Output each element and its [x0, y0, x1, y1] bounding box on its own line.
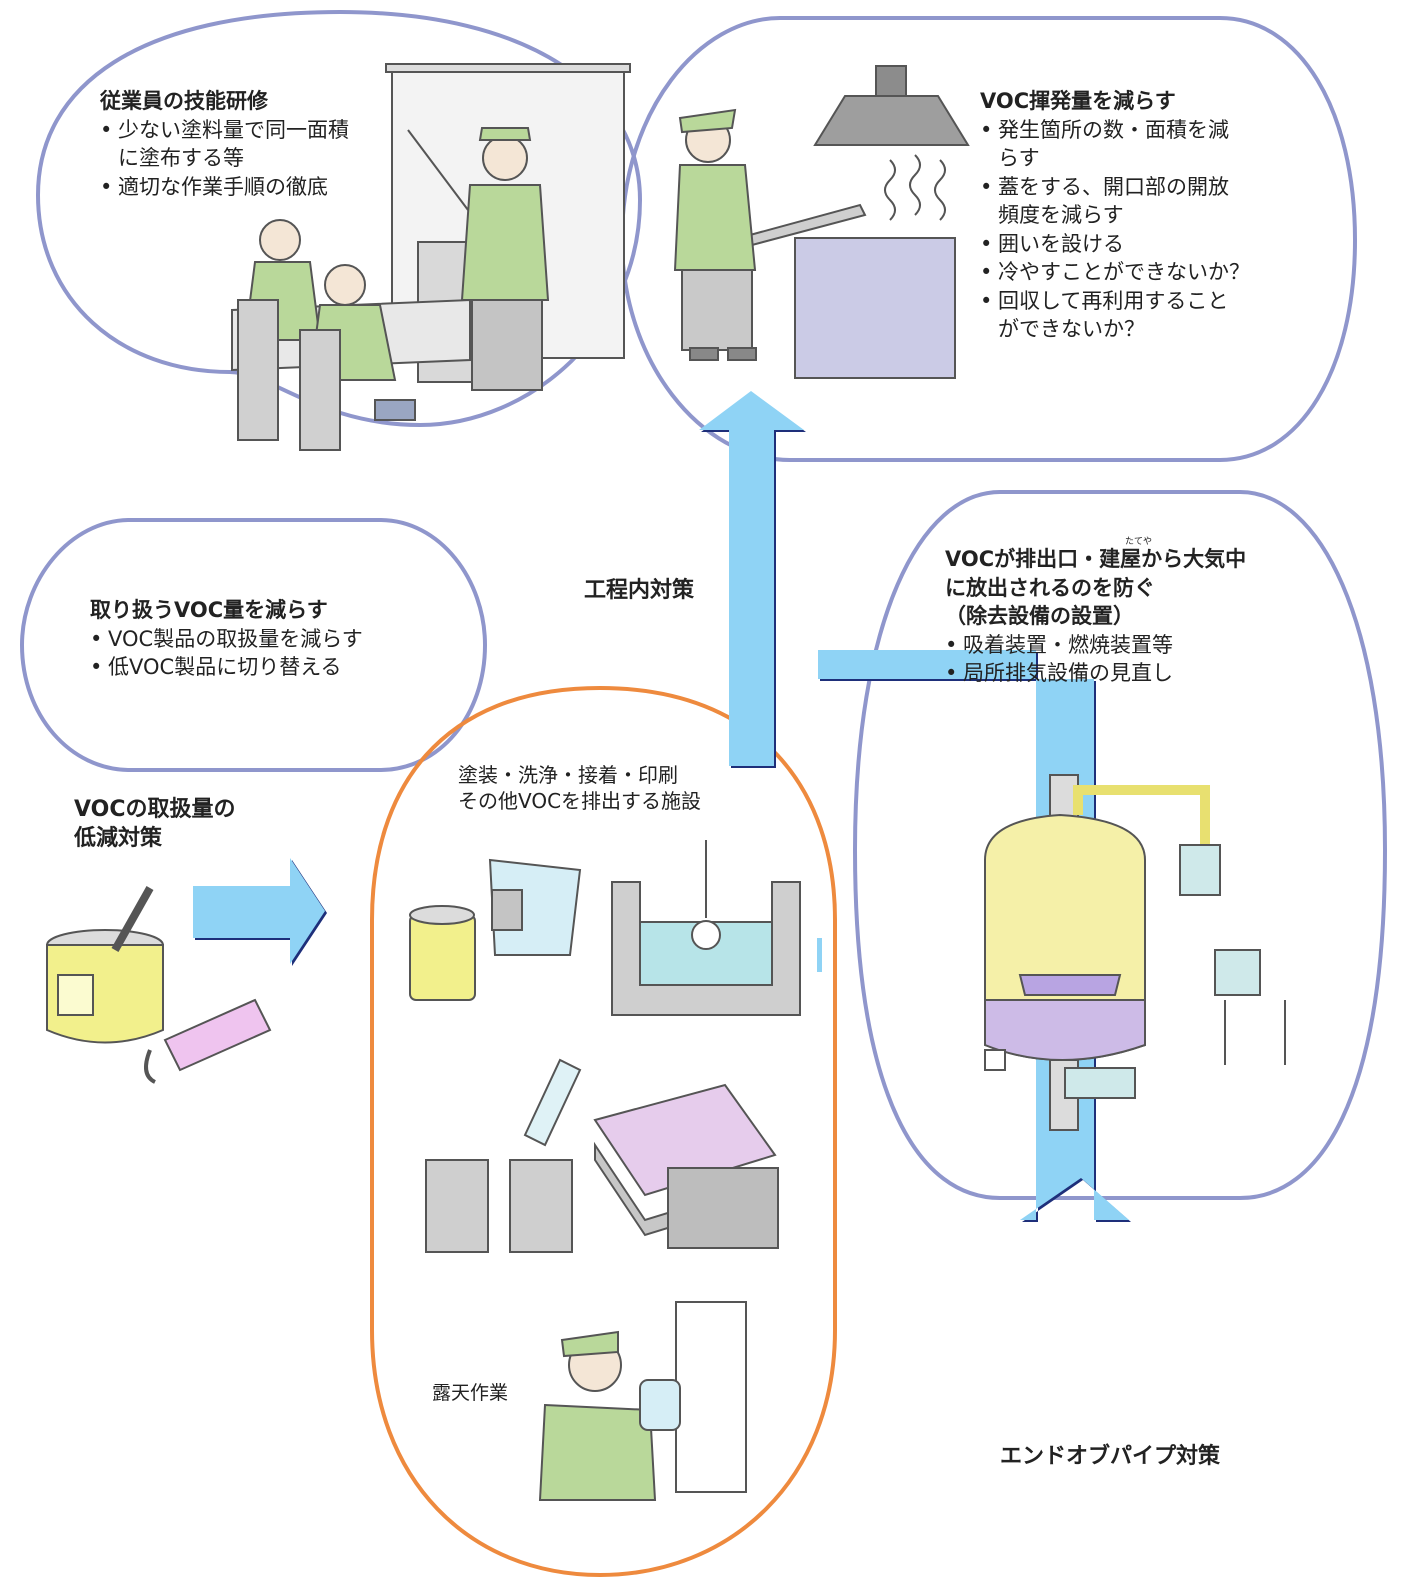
- handling-bubble: [19, 518, 488, 772]
- emission-title-3: （除去設備の設置）: [945, 604, 1134, 629]
- facility-caption-1: 塗装・洗浄・接着・印刷: [458, 763, 678, 787]
- in-process-label: 工程内対策: [584, 578, 695, 603]
- reduction-arrow: [193, 858, 327, 966]
- volatilize-line-5: 囲いを設ける: [980, 230, 1250, 259]
- emission-item-2: 局所排気設備の見直し: [945, 659, 1246, 688]
- volatilize-line-1: 発生箇所の数・面積を減: [980, 116, 1250, 145]
- training-illustration: [231, 63, 631, 451]
- facility-caption: 塗装・洗浄・接着・印刷 その他VOCを排出する施設: [458, 762, 701, 814]
- end-of-pipe-label: エンドオブパイプ対策: [1000, 1444, 1221, 1469]
- facility-bubble: [370, 685, 837, 1578]
- handling-item-2: 低VOC製品に切り替える: [90, 653, 363, 682]
- volatilize-line-2: らす: [998, 146, 1040, 171]
- emission-block: VOCが排出口・建屋から大気中 に放出されるのを防ぐ （除去設備の設置） 吸着装…: [945, 545, 1246, 688]
- wash-tank-illustration: [611, 840, 801, 1016]
- bracket-mark: [817, 938, 822, 972]
- facility-caption-2: その他VOCを排出する施設: [458, 789, 702, 813]
- handling-block: 取り扱うVOC量を減らす VOC製品の取扱量を減らす 低VOC製品に切り替える: [90, 596, 363, 682]
- emission-item-1: 吸着装置・燃焼装置等: [945, 631, 1246, 660]
- outdoor-work-label: 露天作業: [432, 1382, 509, 1404]
- handling-item-1: VOC製品の取扱量を減らす: [90, 625, 363, 654]
- adhesive-illustration: [425, 1058, 582, 1253]
- reduction-label: VOCの取扱量の 低減対策: [74, 796, 236, 853]
- training-block: 従業員の技能研修 少ない塗料量で同一面積 に塗布する等 適切な作業手順の徹底: [100, 87, 349, 201]
- volatilize-line-7: 回収して再利用すること: [980, 287, 1250, 316]
- ruby-tateya: たてや: [1125, 537, 1153, 547]
- in-process-arrow: [699, 391, 806, 768]
- volatilize-line-6: 冷やすことができないか？: [980, 258, 1250, 287]
- emission-title-1: VOCが排出口・建屋から大気中: [945, 547, 1247, 571]
- printing-illustration: [593, 1083, 779, 1249]
- volatilize-line-8: ができないか？: [998, 317, 1145, 342]
- outdoor-work-illustration: [538, 1301, 747, 1501]
- volatilize-line-3: 蓋をする、開口部の開放: [980, 173, 1250, 202]
- training-bubble: [35, 9, 643, 428]
- handling-title: 取り扱うVOC量を減らす: [90, 598, 328, 622]
- volatilize-line-4: 頻度を減らす: [998, 203, 1124, 228]
- reduction-label-1: VOCの取扱量の: [74, 797, 236, 822]
- training-item-1: 少ない塗料量で同一面積: [100, 116, 349, 145]
- emission-title-2: に放出されるのを防ぐ: [945, 575, 1155, 600]
- tube-illustration: [144, 998, 272, 1084]
- training-title: 従業員の技能研修: [100, 89, 268, 113]
- reduction-label-2: 低減対策: [74, 825, 163, 851]
- volatilize-bubble: [619, 16, 1358, 462]
- removal-equipment-illustration: [984, 774, 1286, 1131]
- brush-illustration: [409, 858, 582, 1001]
- paint-can-illustration: [46, 886, 164, 1044]
- training-item-1-cont: に塗布する等: [118, 146, 244, 171]
- training-item-2: 適切な作業手順の徹底: [100, 173, 349, 202]
- volatilize-title: VOC揮発量を減らす: [980, 89, 1176, 113]
- volatilize-block: VOC揮発量を減らす 発生箇所の数・面積を減 らす 蓋をする、開口部の開放 頻度…: [980, 87, 1250, 344]
- volatilize-illustration: [673, 65, 970, 379]
